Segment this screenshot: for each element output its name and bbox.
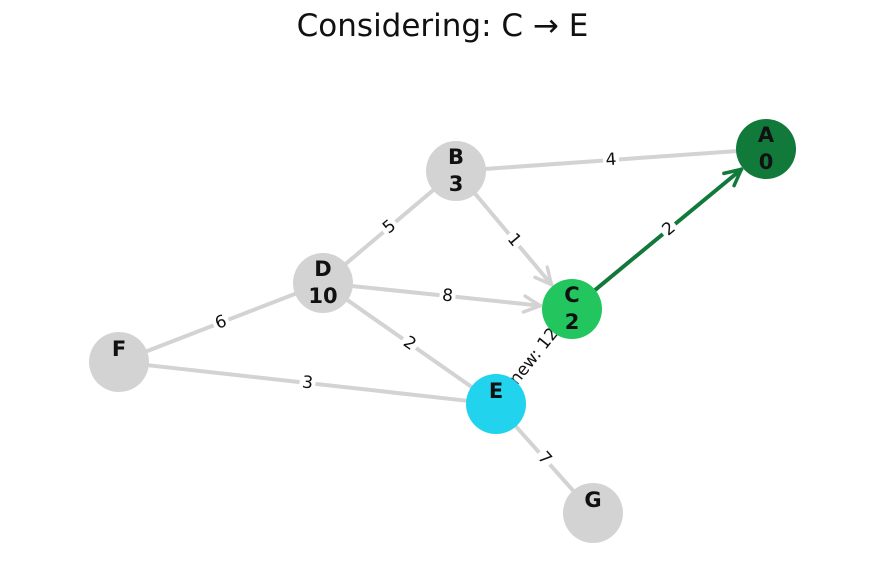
node-circle[interactable] bbox=[542, 279, 602, 339]
node-circle[interactable] bbox=[466, 374, 526, 434]
edges-layer: 4 2 1 5 8 2 6 3 7 new: 12 bbox=[144, 149, 744, 493]
edge-f-d: 6 bbox=[144, 291, 298, 354]
edge-c-a: 2 bbox=[593, 167, 744, 292]
edge-label-background bbox=[438, 285, 457, 307]
edge-weight-label: 6 bbox=[209, 310, 233, 335]
edge-weight-label: 4 bbox=[602, 149, 620, 171]
node-name: G bbox=[584, 488, 601, 512]
edge-d-e: 2 bbox=[345, 298, 474, 389]
edge-weight-label: 2 bbox=[397, 330, 422, 357]
node-distance: 10 bbox=[308, 284, 337, 308]
node-circle[interactable] bbox=[293, 253, 353, 313]
node-distance: 3 bbox=[449, 172, 464, 196]
edge-e-g: 7 bbox=[513, 424, 576, 493]
edge-weight-label: 3 bbox=[298, 372, 317, 394]
node-name: F bbox=[112, 337, 126, 361]
node-name: C bbox=[564, 283, 579, 307]
edge-b-a: 4 bbox=[483, 149, 739, 171]
edge-weight-text: 4 bbox=[605, 150, 617, 171]
edge-label-background bbox=[531, 445, 558, 472]
edge-label-background bbox=[397, 330, 422, 357]
edge-d-b: 5 bbox=[343, 188, 436, 266]
node-circle[interactable] bbox=[89, 332, 149, 392]
edge-weight-text: 3 bbox=[301, 372, 314, 393]
node-circle[interactable] bbox=[426, 141, 486, 201]
edge-weight-label: 1 bbox=[501, 227, 527, 253]
edge-label-background bbox=[501, 227, 527, 253]
edge-weight-text: new: 12 bbox=[505, 324, 562, 389]
node-name: D bbox=[314, 257, 331, 281]
edge-label-background bbox=[376, 214, 403, 240]
node-name: A bbox=[758, 123, 775, 147]
node-circle[interactable] bbox=[563, 483, 623, 543]
node-b[interactable]: B3 bbox=[426, 141, 486, 201]
node-distance: 2 bbox=[565, 310, 580, 334]
node-distance: 0 bbox=[759, 150, 774, 174]
edge-label-background bbox=[298, 372, 317, 394]
diagram-title: Considering: C → E bbox=[296, 8, 589, 44]
edge-weight-text: 8 bbox=[441, 285, 454, 306]
edge-weight-label: 5 bbox=[376, 214, 403, 240]
edge-label-background bbox=[502, 320, 566, 393]
node-g[interactable]: G bbox=[563, 483, 623, 543]
node-circle[interactable] bbox=[736, 119, 796, 179]
node-name: B bbox=[448, 145, 464, 169]
node-a[interactable]: A0 bbox=[736, 119, 796, 179]
node-d[interactable]: D 10 bbox=[293, 253, 353, 313]
node-f[interactable]: F bbox=[89, 332, 149, 392]
node-e[interactable]: E bbox=[466, 374, 526, 434]
edge-label-background bbox=[209, 310, 233, 335]
edge-b-c: 1 bbox=[473, 191, 554, 287]
edge-weight-label: 2 bbox=[656, 216, 682, 242]
edge-label-background bbox=[602, 149, 620, 171]
edge-d-c: 8 bbox=[350, 284, 543, 314]
edge-label-background bbox=[656, 216, 682, 242]
node-name: E bbox=[489, 379, 503, 403]
edge-weight-label: 8 bbox=[438, 285, 457, 307]
edge-weight-label: 7 bbox=[531, 445, 558, 472]
edge-f-e: 3 bbox=[146, 363, 469, 403]
node-c[interactable]: C2 bbox=[542, 279, 602, 339]
